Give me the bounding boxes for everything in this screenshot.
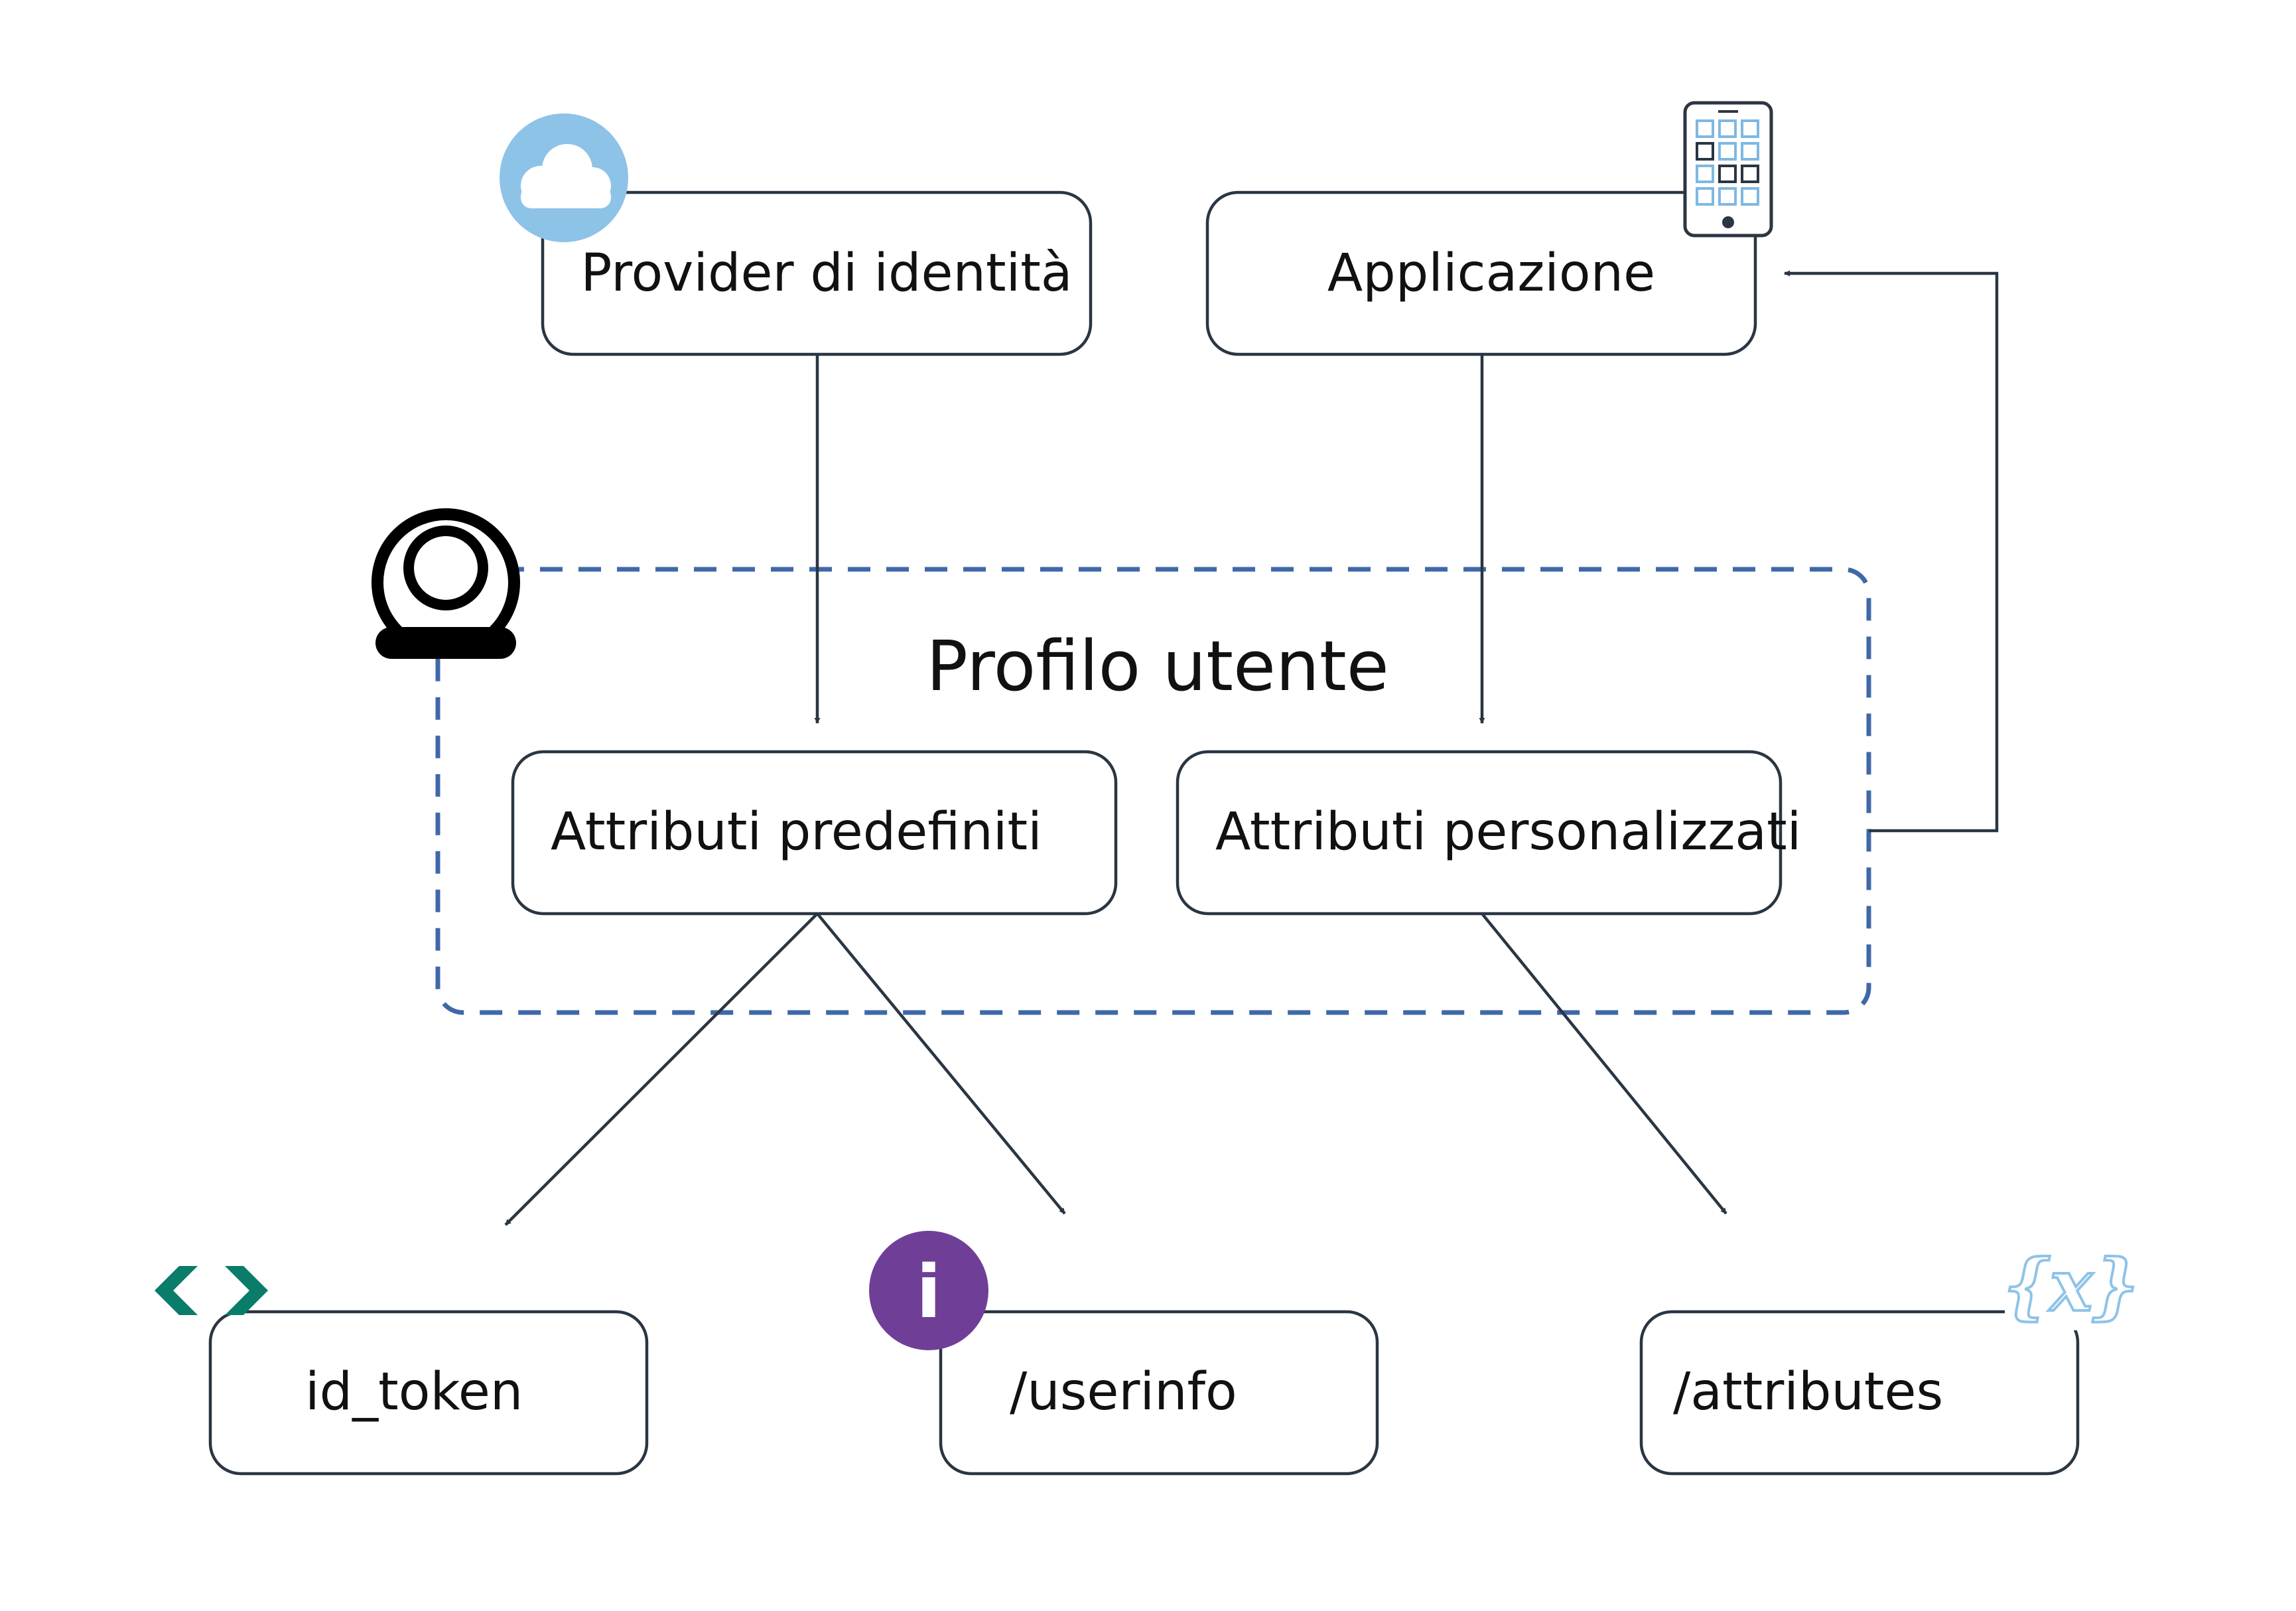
user-profile-icon [371, 508, 520, 659]
node-userinfo-label: /userinfo [1010, 1362, 1237, 1422]
variable-icon-glyph: {x} [2003, 1244, 2138, 1328]
node-attributes [1639, 1310, 2080, 1476]
edge-custom-to-attributes [1481, 912, 1727, 1215]
node-identity-provider [541, 190, 1093, 356]
node-predefined-attributes [511, 750, 1118, 916]
node-custom-attributes-label: Attributi personalizzati [1215, 802, 1801, 862]
edge-predefined-to-id-token [504, 912, 819, 1226]
mobile-apps-icon [1683, 101, 1773, 238]
node-custom-attributes [1176, 750, 1783, 916]
variable-icon: {x} [2002, 1243, 2140, 1330]
node-attributes-label: /attributes [1673, 1362, 1943, 1422]
user-profile-container [435, 567, 1871, 1015]
info-icon: i [869, 1231, 988, 1350]
node-application [1205, 190, 1757, 356]
node-predefined-attributes-label: Attributi predefiniti [551, 802, 1042, 862]
connectors [504, 270, 1999, 1226]
cloud-icon [500, 113, 628, 242]
code-brackets-icon [155, 1266, 268, 1315]
edge-predefined-to-userinfo [816, 912, 1066, 1215]
container-label: Profilo utente [926, 626, 1388, 707]
node-id-token-label: id_token [305, 1362, 523, 1422]
edge-custom-to-app [1784, 270, 1999, 833]
node-application-label: Applicazione [1327, 244, 1655, 303]
node-userinfo [939, 1310, 1379, 1476]
node-identity-provider-label: Provider di identità [580, 244, 1072, 303]
info-icon-glyph: i [916, 1249, 941, 1334]
node-id-token [208, 1310, 649, 1476]
